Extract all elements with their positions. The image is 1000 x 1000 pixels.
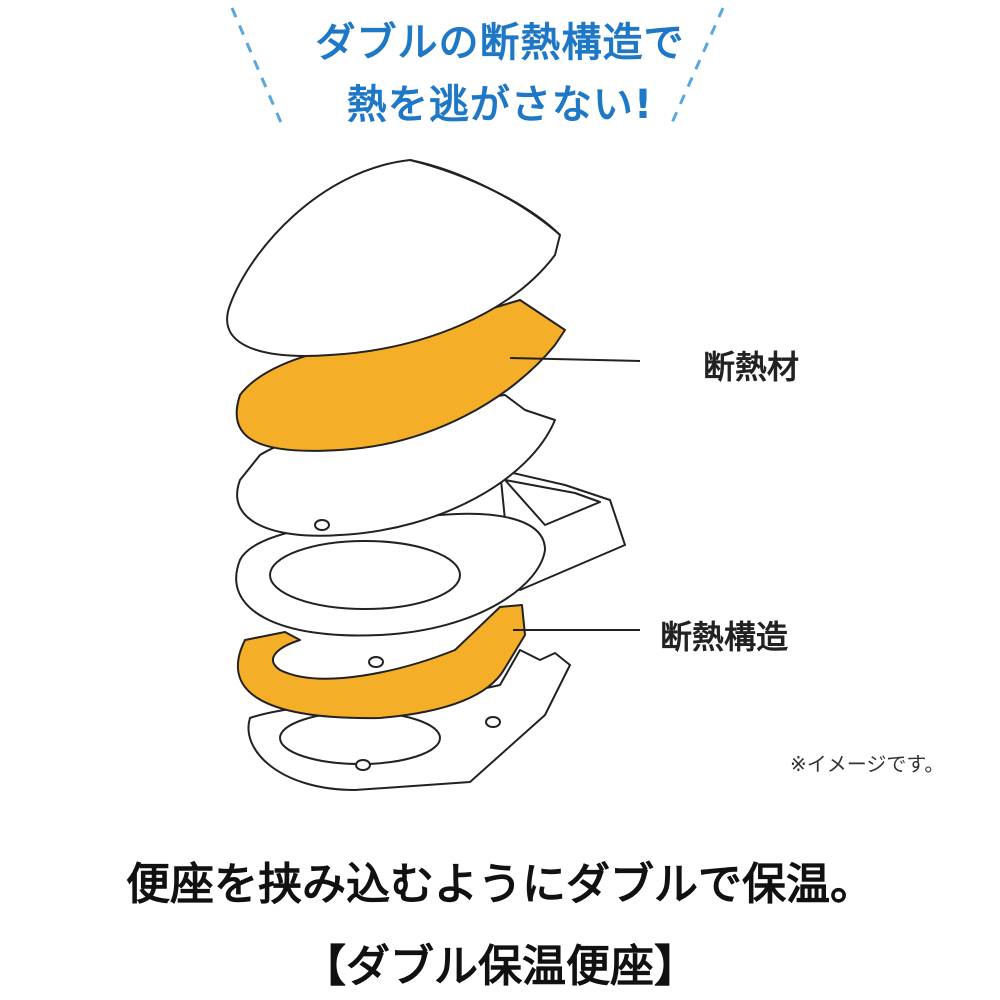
- underside-peg: [314, 519, 330, 531]
- callout-insulation-structure: 断熱構造: [660, 618, 789, 656]
- lid-top-edge: [409, 159, 561, 236]
- headline-decoration-dashes: [230, 7, 725, 126]
- callout-insulation-material: 断熱材: [703, 348, 800, 386]
- base-plate-peg: [355, 759, 371, 771]
- seat-lid: [226, 159, 561, 357]
- headline-line-2: 熱を逃がさない!: [346, 82, 654, 128]
- seat-hinge-frame-inner: [504, 479, 601, 526]
- left-dash-line: [230, 7, 284, 126]
- base-plate-peg: [368, 656, 384, 668]
- image-note: ※イメージです。: [790, 752, 945, 776]
- product-name: 【ダブル保温便座】: [302, 941, 698, 992]
- base-plate-peg: [485, 716, 501, 728]
- right-dash-line: [669, 7, 725, 126]
- tagline: 便座を挟み込むようにダブルで保温。: [126, 859, 874, 910]
- lower-insulation-structure: [236, 604, 526, 720]
- headline-line-1: ダブルの断熱構造で: [315, 20, 685, 66]
- seat-ring-opening: [269, 540, 461, 610]
- toilet-seat-exploded-diagram: [226, 159, 640, 791]
- callout-line-insulation-material: [509, 357, 640, 363]
